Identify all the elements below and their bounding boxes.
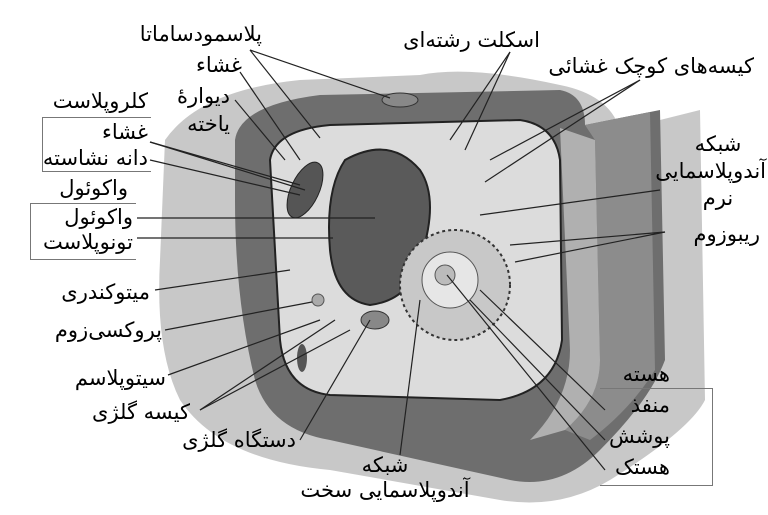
label-membrane: غشاء (196, 53, 242, 77)
nucleus-box (600, 388, 713, 486)
nucleolus-shape (434, 264, 456, 286)
label-cell-wall-1: دیوارهٔ (176, 84, 230, 108)
leader-lines (137, 49, 666, 471)
label-golgi-vesicle: کیسه گلژی (92, 400, 190, 424)
label-smooth-er-2: آندوپلاسمایی (655, 159, 766, 183)
label-ribosome: ریبوزوم (693, 222, 760, 246)
vacuole-box (30, 203, 136, 260)
label-tonoplast: تونوپلاست (43, 230, 133, 254)
label-nucleus: هسته (622, 362, 670, 386)
label-plasmodesmata: پلاسمودساماتا (139, 22, 262, 46)
label-nuclear-envelope: پوشش (608, 424, 670, 448)
label-vacuole: واکوئول (64, 205, 133, 229)
label-golgi-apparatus: دستگاه گلژی (182, 428, 296, 452)
label-rough-er-1: شبکه (361, 453, 409, 477)
label-cytoplasm: سیتوپلاسم (74, 366, 166, 390)
label-peroxisome: پروکسی‌زوم (54, 318, 162, 342)
label-nuclear-pore: منفذ (630, 393, 670, 417)
label-starch-grain: دانه نشاسته (42, 146, 148, 170)
label-chloroplast: کلروپلاست (52, 89, 148, 113)
label-nucleolus: هستک (615, 455, 670, 479)
chloroplast-box (42, 117, 151, 172)
label-cytoskeleton: اسکلت رشته‌ای (403, 28, 540, 52)
label-mitochondrion: میتوکندری (61, 280, 150, 304)
label-chloroplast-membrane: غشاء (102, 120, 148, 144)
label-smooth-er-1: شبکه (694, 132, 742, 156)
label-rough-er-2: آندوپلاسمایی سخت (300, 478, 470, 502)
label-vacuole-title: واکوئول (59, 176, 128, 200)
label-smooth-er-3: نرم (702, 186, 734, 210)
label-vesicles: کیسه‌های کوچک غشائی (548, 54, 754, 78)
label-cell-wall-2: یاخته (187, 112, 230, 136)
